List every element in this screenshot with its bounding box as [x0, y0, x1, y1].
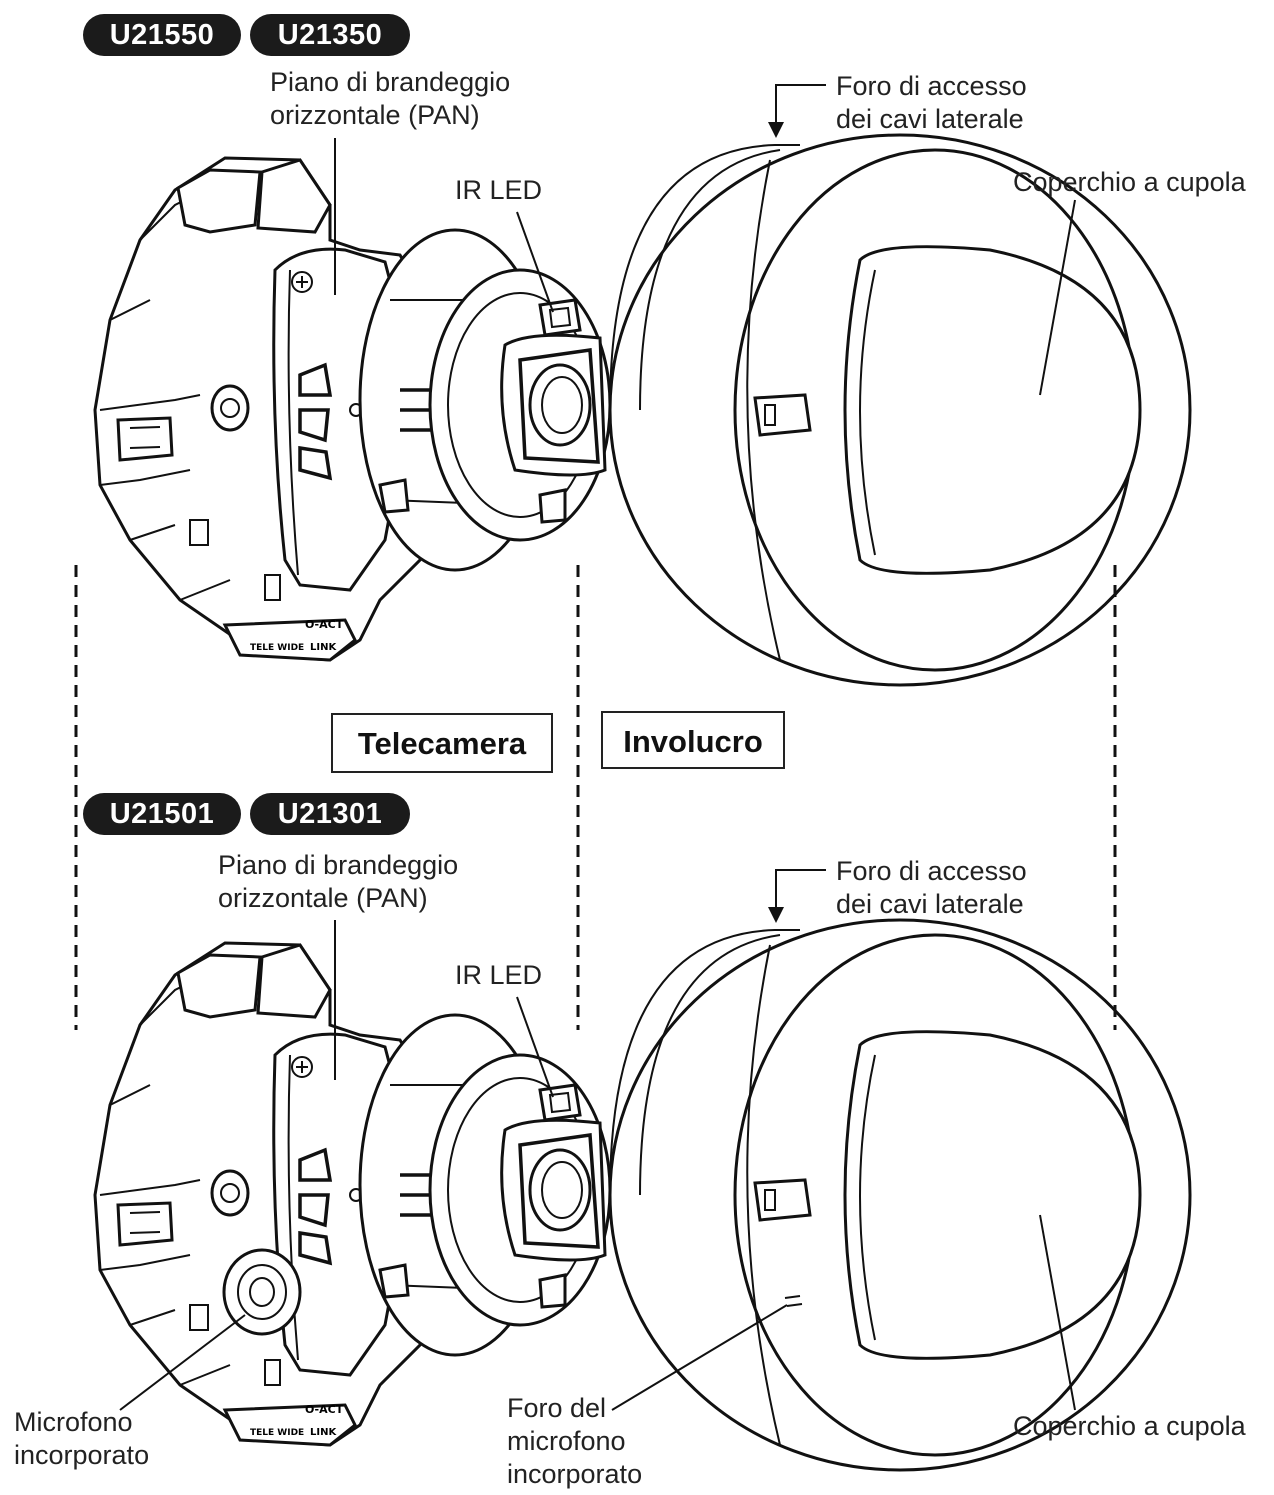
model-badge-u21350: U21350	[250, 14, 410, 56]
model-badge-u21301: U21301	[250, 793, 410, 835]
mic-label-line: Microfono	[14, 1407, 133, 1437]
pan-label-line: Piano di brandeggio	[218, 850, 459, 880]
cable-hole-label-bottom: Foro di accesso dei cavi laterale	[836, 855, 1027, 921]
leader-lines-bottom	[119, 869, 1076, 1411]
mic-hole-label-line: Foro del	[507, 1393, 607, 1423]
leader-lines-top	[334, 84, 1076, 396]
ir-led-label-bottom: IR LED	[455, 960, 543, 990]
mic-label-line: incorporato	[14, 1440, 150, 1470]
built-in-microphone-label: Microfono incorporato	[14, 1406, 149, 1472]
cable-hole-label-line: Foro di accesso	[836, 856, 1027, 886]
pan-label-line: orizzontale (PAN)	[218, 883, 428, 913]
mic-hole-marks	[784, 1295, 803, 1307]
cable-hole-label-line: dei cavi laterale	[836, 889, 1024, 919]
microphone-hole-label: Foro del microfono incorporato	[507, 1392, 642, 1491]
camera-illustration-top	[93, 156, 612, 662]
microphone-illustration	[222, 1248, 302, 1336]
housing-illustration-bottom	[608, 918, 1192, 1472]
pan-label-line: Piano di brandeggio	[270, 67, 511, 97]
pan-label-line: orizzontale (PAN)	[270, 100, 480, 130]
cable-hole-label-line: Foro di accesso	[836, 71, 1027, 101]
mic-hole-label-line: microfono	[507, 1426, 626, 1456]
pan-plane-label-top: Piano di brandeggio orizzontale (PAN)	[270, 66, 510, 132]
cable-hole-label-top: Foro di accesso dei cavi laterale	[836, 70, 1027, 136]
housing-illustration-top	[608, 133, 1192, 687]
ir-led-label-top: IR LED	[455, 175, 543, 205]
camera-section-box: Telecamera	[331, 713, 553, 773]
mic-hole-label-line: incorporato	[507, 1459, 643, 1489]
housing-section-box: Involucro	[601, 711, 785, 769]
pan-plane-label-bottom: Piano di brandeggio orizzontale (PAN)	[218, 849, 458, 915]
dome-cover-label-bottom: Coperchio a cupola	[1013, 1411, 1246, 1441]
cable-hole-label-line: dei cavi laterale	[836, 104, 1024, 134]
dome-cover-label-top: Coperchio a cupola	[1013, 167, 1246, 197]
model-badge-u21550: U21550	[83, 14, 241, 56]
model-badge-u21501: U21501	[83, 793, 241, 835]
